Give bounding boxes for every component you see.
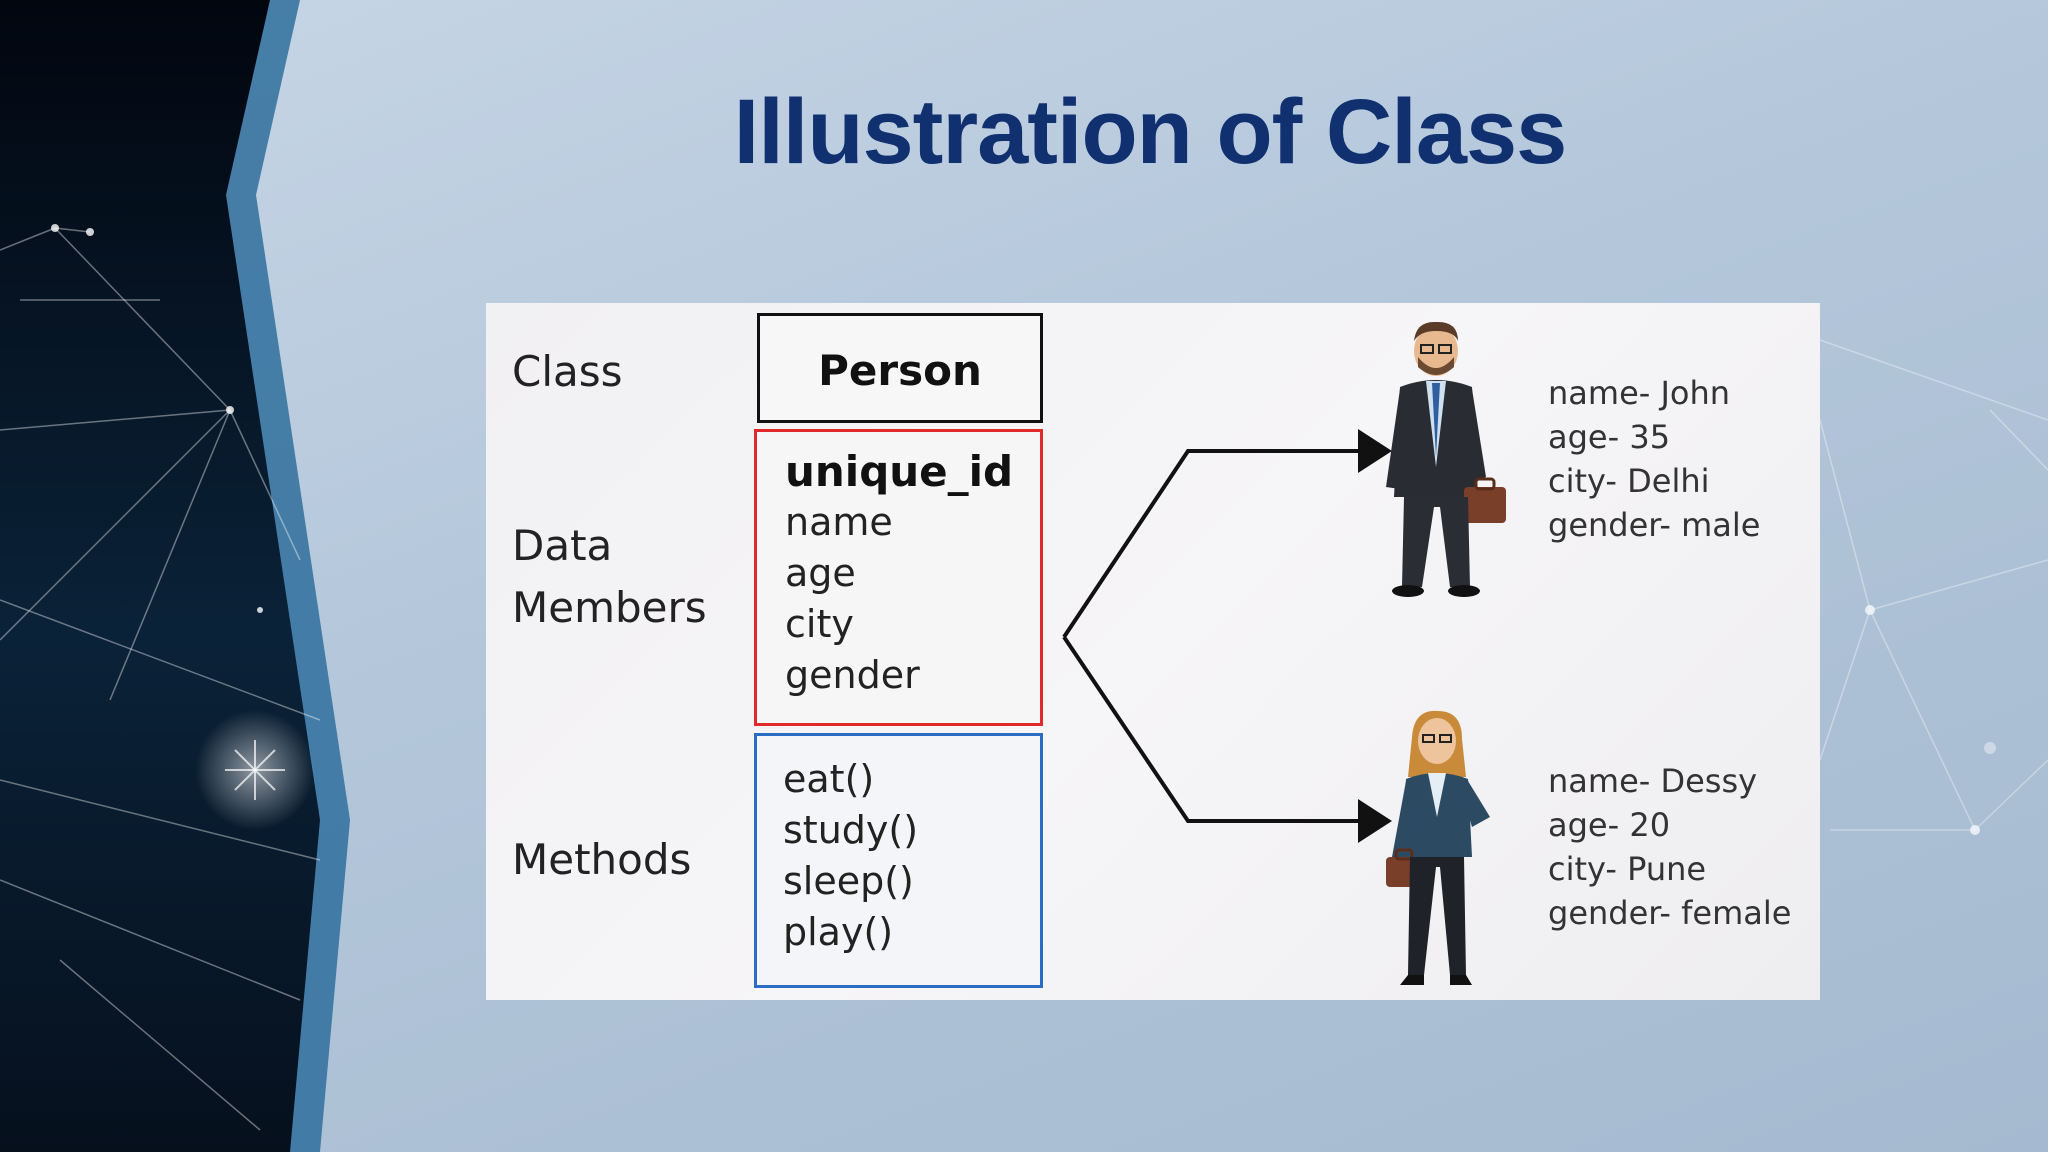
object-attribute: age- 35 — [1548, 415, 1760, 459]
left-panel — [0, 0, 320, 1152]
businessman-icon — [1386, 317, 1506, 607]
object-attribute: gender- female — [1548, 891, 1791, 935]
object-attribute: name- John — [1548, 371, 1760, 415]
object-attribute: age- 20 — [1548, 803, 1791, 847]
object-attribute: gender- male — [1548, 503, 1760, 547]
class-diagram: Class Data Members Methods Person unique… — [486, 303, 1820, 1000]
object-2-attributes: name- Dessy age- 20 city- Pune gender- f… — [1548, 759, 1791, 935]
arrow-to-object-1 — [1064, 451, 1358, 637]
object-attribute: name- Dessy — [1548, 759, 1791, 803]
network-lines-right — [1820, 340, 2048, 830]
slide-title: Illustration of Class — [500, 80, 1800, 185]
object-attribute: city- Pune — [1548, 847, 1791, 891]
object-attribute: city- Delhi — [1548, 459, 1760, 503]
object-1-attributes: name- John age- 35 city- Delhi gender- m… — [1548, 371, 1760, 547]
businesswoman-icon — [1386, 707, 1506, 997]
arrow-to-object-2 — [1064, 637, 1358, 821]
